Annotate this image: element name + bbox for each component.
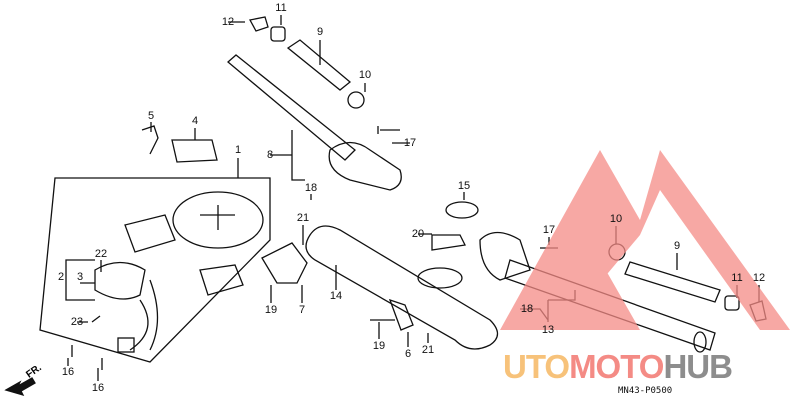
watermark-part-a: UTO (503, 348, 570, 385)
watermark-part-c: HUB (663, 348, 732, 385)
bolt-23 (91, 315, 101, 323)
callout-9: 9 (673, 240, 681, 252)
callout-21: 21 (296, 212, 310, 224)
callout-22: 22 (94, 248, 108, 260)
clip-12-upper (249, 16, 269, 32)
callout-10: 10 (609, 213, 623, 225)
ignition-cover (172, 191, 264, 249)
callout-18: 18 (520, 303, 534, 315)
callout-12: 12 (752, 272, 766, 284)
callout-11: 11 (731, 272, 743, 284)
key-5 (141, 125, 159, 155)
drawing-code: MN43-P0500 (618, 386, 673, 396)
callout-11: 11 (275, 2, 287, 14)
bottom-bridge-14 (305, 225, 499, 350)
watermark-logo (500, 150, 790, 330)
handlebar-right (504, 259, 716, 351)
bar-end-right (693, 331, 707, 353)
callout-20: 20 (411, 228, 425, 240)
handlebar-left (227, 54, 356, 161)
cap-15 (445, 201, 479, 219)
callout-6: 6 (404, 348, 412, 360)
callout-17: 17 (542, 224, 556, 236)
top-bridge-clamp-left (328, 141, 402, 191)
bracket-7 (261, 242, 308, 284)
bridge-hole-center (417, 267, 463, 289)
cross-mark (200, 205, 235, 230)
nut-10-upper (347, 91, 365, 109)
watermark-part-b: MOTO (569, 348, 664, 385)
callout-16: 16 (61, 366, 75, 378)
watermark-logo-icon (500, 150, 790, 330)
callout-7: 7 (298, 304, 306, 316)
collar-11-upper (270, 26, 286, 42)
collar-11-right (724, 295, 740, 311)
callout-15: 15 (457, 180, 471, 192)
connector (117, 337, 135, 353)
bar-end-weight-right (624, 261, 721, 303)
cable-guide-6 (388, 298, 414, 331)
callout-9: 9 (316, 26, 324, 38)
wire-harness (129, 279, 159, 351)
callout-3: 3 (76, 271, 84, 283)
nut-20 (431, 234, 466, 251)
group-1-outline (39, 177, 271, 363)
bolt-17-upper (377, 126, 400, 134)
top-bridge-clamp-right (479, 231, 531, 281)
callout-23: 23 (70, 316, 84, 328)
callout-21: 21 (421, 344, 435, 356)
bar-end-weight-upper (286, 39, 352, 91)
callout-16: 16 (91, 382, 105, 394)
callout-1: 1 (234, 144, 242, 156)
ignition-switch (124, 214, 176, 253)
callout-17: 17 (403, 137, 417, 149)
plate-4 (171, 139, 218, 163)
watermark-text: UTOMOTOHUB (503, 348, 733, 385)
callout-2: 2 (57, 271, 65, 283)
callout-5: 5 (147, 110, 155, 122)
switch-body-3 (94, 261, 146, 300)
callout-13: 13 (541, 324, 555, 336)
callout-10: 10 (358, 69, 372, 81)
callout-19: 19 (264, 304, 278, 316)
cover-bracket (199, 264, 244, 296)
callout-12: 12 (221, 16, 235, 28)
callout-18: 18 (304, 182, 318, 194)
callout-4: 4 (191, 115, 199, 127)
callout-8: 8 (266, 149, 274, 161)
front-arrow-icon (4, 377, 36, 397)
callout-14: 14 (329, 290, 343, 302)
callout-19: 19 (372, 340, 386, 352)
